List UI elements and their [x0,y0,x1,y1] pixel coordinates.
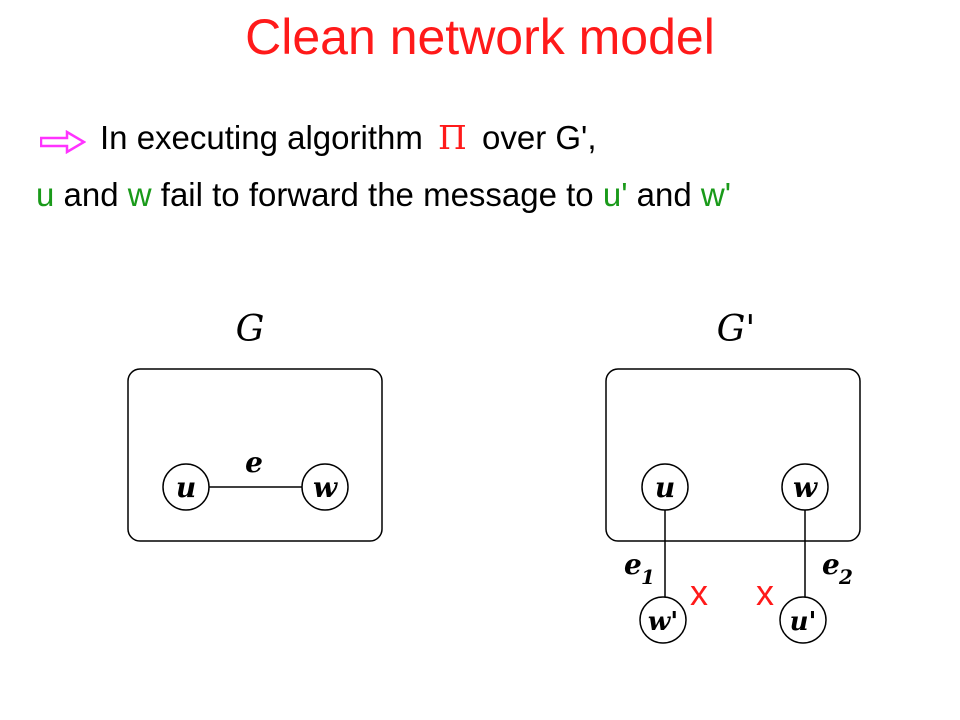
graph-g-prime-title: G' [717,309,756,350]
node-u-prime [779,596,827,644]
node-w [301,463,349,511]
graph-g-boundary [127,368,383,542]
graph-g: G e u w [127,309,383,542]
bullet-line-1: In executing algorithm Π over G', [39,118,597,157]
line1-prefix: In executing algorithm [100,119,423,156]
edge-e1-subscript: 1 [641,565,655,589]
edge-e2-subscript: 2 [838,565,853,589]
line1-suffix: over G', [481,119,597,156]
line2-u: u [36,176,55,213]
node-w-prime-label: w' [648,607,678,637]
node-u-label: u [176,471,196,504]
graph-g-prime: G' u w w' u' e 1 e 2 x x [605,309,861,644]
node-u-prime-graph [641,463,689,511]
graph-g-prime-boundary [605,368,861,542]
node-w-prime [639,596,687,644]
edge-e-label: e [245,446,263,479]
edge-e1-label: e [624,548,642,581]
line2-w: w [127,176,152,213]
pi-symbol: Π [438,118,467,157]
line2-and-2: and [636,176,692,213]
graph-g-title: G [236,309,265,350]
line2-and-1: and [63,176,119,213]
node-w-label-right: w [793,471,818,504]
node-u-label-right: u [655,471,675,504]
line2-w-prime: w' [700,176,732,213]
fail-mark-1: x [690,572,708,613]
line2-u-prime: u' [602,176,628,213]
node-w-prime-graph [781,463,829,511]
fail-mark-2: x [756,572,774,613]
slide-title: Clean network model [245,9,715,65]
node-u-prime-label: u' [790,607,817,637]
node-u [162,463,210,511]
line2-fail-text: fail to forward the message to [160,176,594,213]
hollow-right-arrow-icon [39,124,87,155]
node-w-label: w [313,471,338,504]
edge-e2-label: e [822,548,840,581]
bullet-line-2: u and w fail to forward the message to u… [36,176,731,214]
